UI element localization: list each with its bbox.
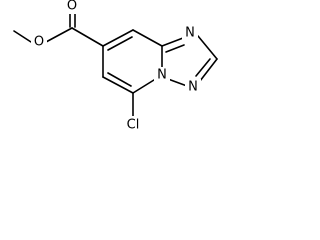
bond-carbonyl-ring [71,27,104,47]
atom-carbonyl-oxygen: O [67,0,77,14]
bond-n3-n4 [167,78,188,87]
bond-o-carbonyl-carbon [45,27,73,43]
bond-ring-c8-c8a [132,29,163,47]
bond-c2-n3 [199,58,218,82]
bond-methyl-o [13,30,32,43]
bond-n1-c2 [197,35,218,60]
bond-ring-c7-c8-inner [107,36,133,51]
atom-chlorine: Cl [127,118,140,133]
bond-c8a-n1 [161,37,184,47]
atom-ring-nitrogen-bridge: N [157,68,167,83]
atom-ring-nitrogen-top: N [185,26,195,41]
bond-ring-c7-c8 [102,29,134,47]
chemical-structure-diagram: O O N N N Cl [13,0,218,133]
bond-c2-n3-double [195,58,211,77]
bond-ring-c5-c6-inner [107,72,132,87]
atom-ring-nitrogen-bottom: N [188,80,198,95]
atom-ester-oxygen: O [34,35,44,50]
bond-ring-c5-c6 [102,76,134,94]
bond-c8a-n1-double [165,44,185,53]
